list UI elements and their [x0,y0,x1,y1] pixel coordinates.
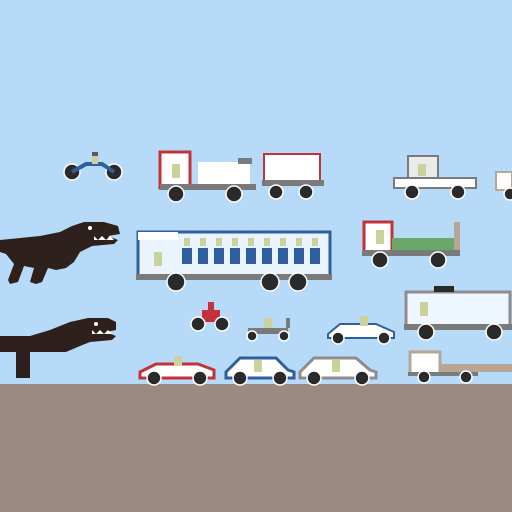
white-race-car[interactable] [326,314,396,345]
bus-seat [262,248,272,264]
bus-passenger[interactable] [248,238,254,246]
bus-seat [230,248,240,264]
partial-vehicle-right[interactable] [495,166,512,201]
bus-seat [246,248,256,264]
navy-sedan[interactable] [224,352,296,386]
pickup-white[interactable] [393,154,477,200]
bus-seat [310,248,320,264]
grey-truck-open[interactable] [404,286,512,342]
ground [0,384,512,512]
bus-passenger[interactable] [232,238,238,246]
red-scooter[interactable] [190,302,230,332]
trailer-red-frame[interactable] [262,152,324,200]
bus-seat [214,248,224,264]
bus-seat [278,248,288,264]
bus-passenger[interactable] [216,238,222,246]
grey-sedan[interactable] [298,352,378,386]
bus-seat [182,248,192,264]
wooden-flatbed-truck[interactable] [404,350,512,384]
bus-seat [294,248,304,264]
bus-passenger[interactable] [312,238,318,246]
bus-passenger[interactable] [184,238,190,246]
bus-seat [198,248,208,264]
bus-passenger[interactable] [296,238,302,246]
bus-passenger[interactable] [280,238,286,246]
cargo-truck-crocodiles[interactable] [362,218,462,272]
bus-passenger[interactable] [200,238,206,246]
flatbed-truck-red-cab[interactable] [158,150,258,204]
t-rex-head-with-jetpack[interactable] [0,316,118,380]
t-rex-standing[interactable] [0,218,122,286]
red-convertible[interactable] [138,356,216,386]
motorcycle[interactable] [62,152,124,182]
bus-passenger[interactable] [264,238,270,246]
passenger-bus[interactable] [136,226,332,292]
bus-driver[interactable] [154,252,162,266]
go-kart[interactable] [244,316,292,342]
